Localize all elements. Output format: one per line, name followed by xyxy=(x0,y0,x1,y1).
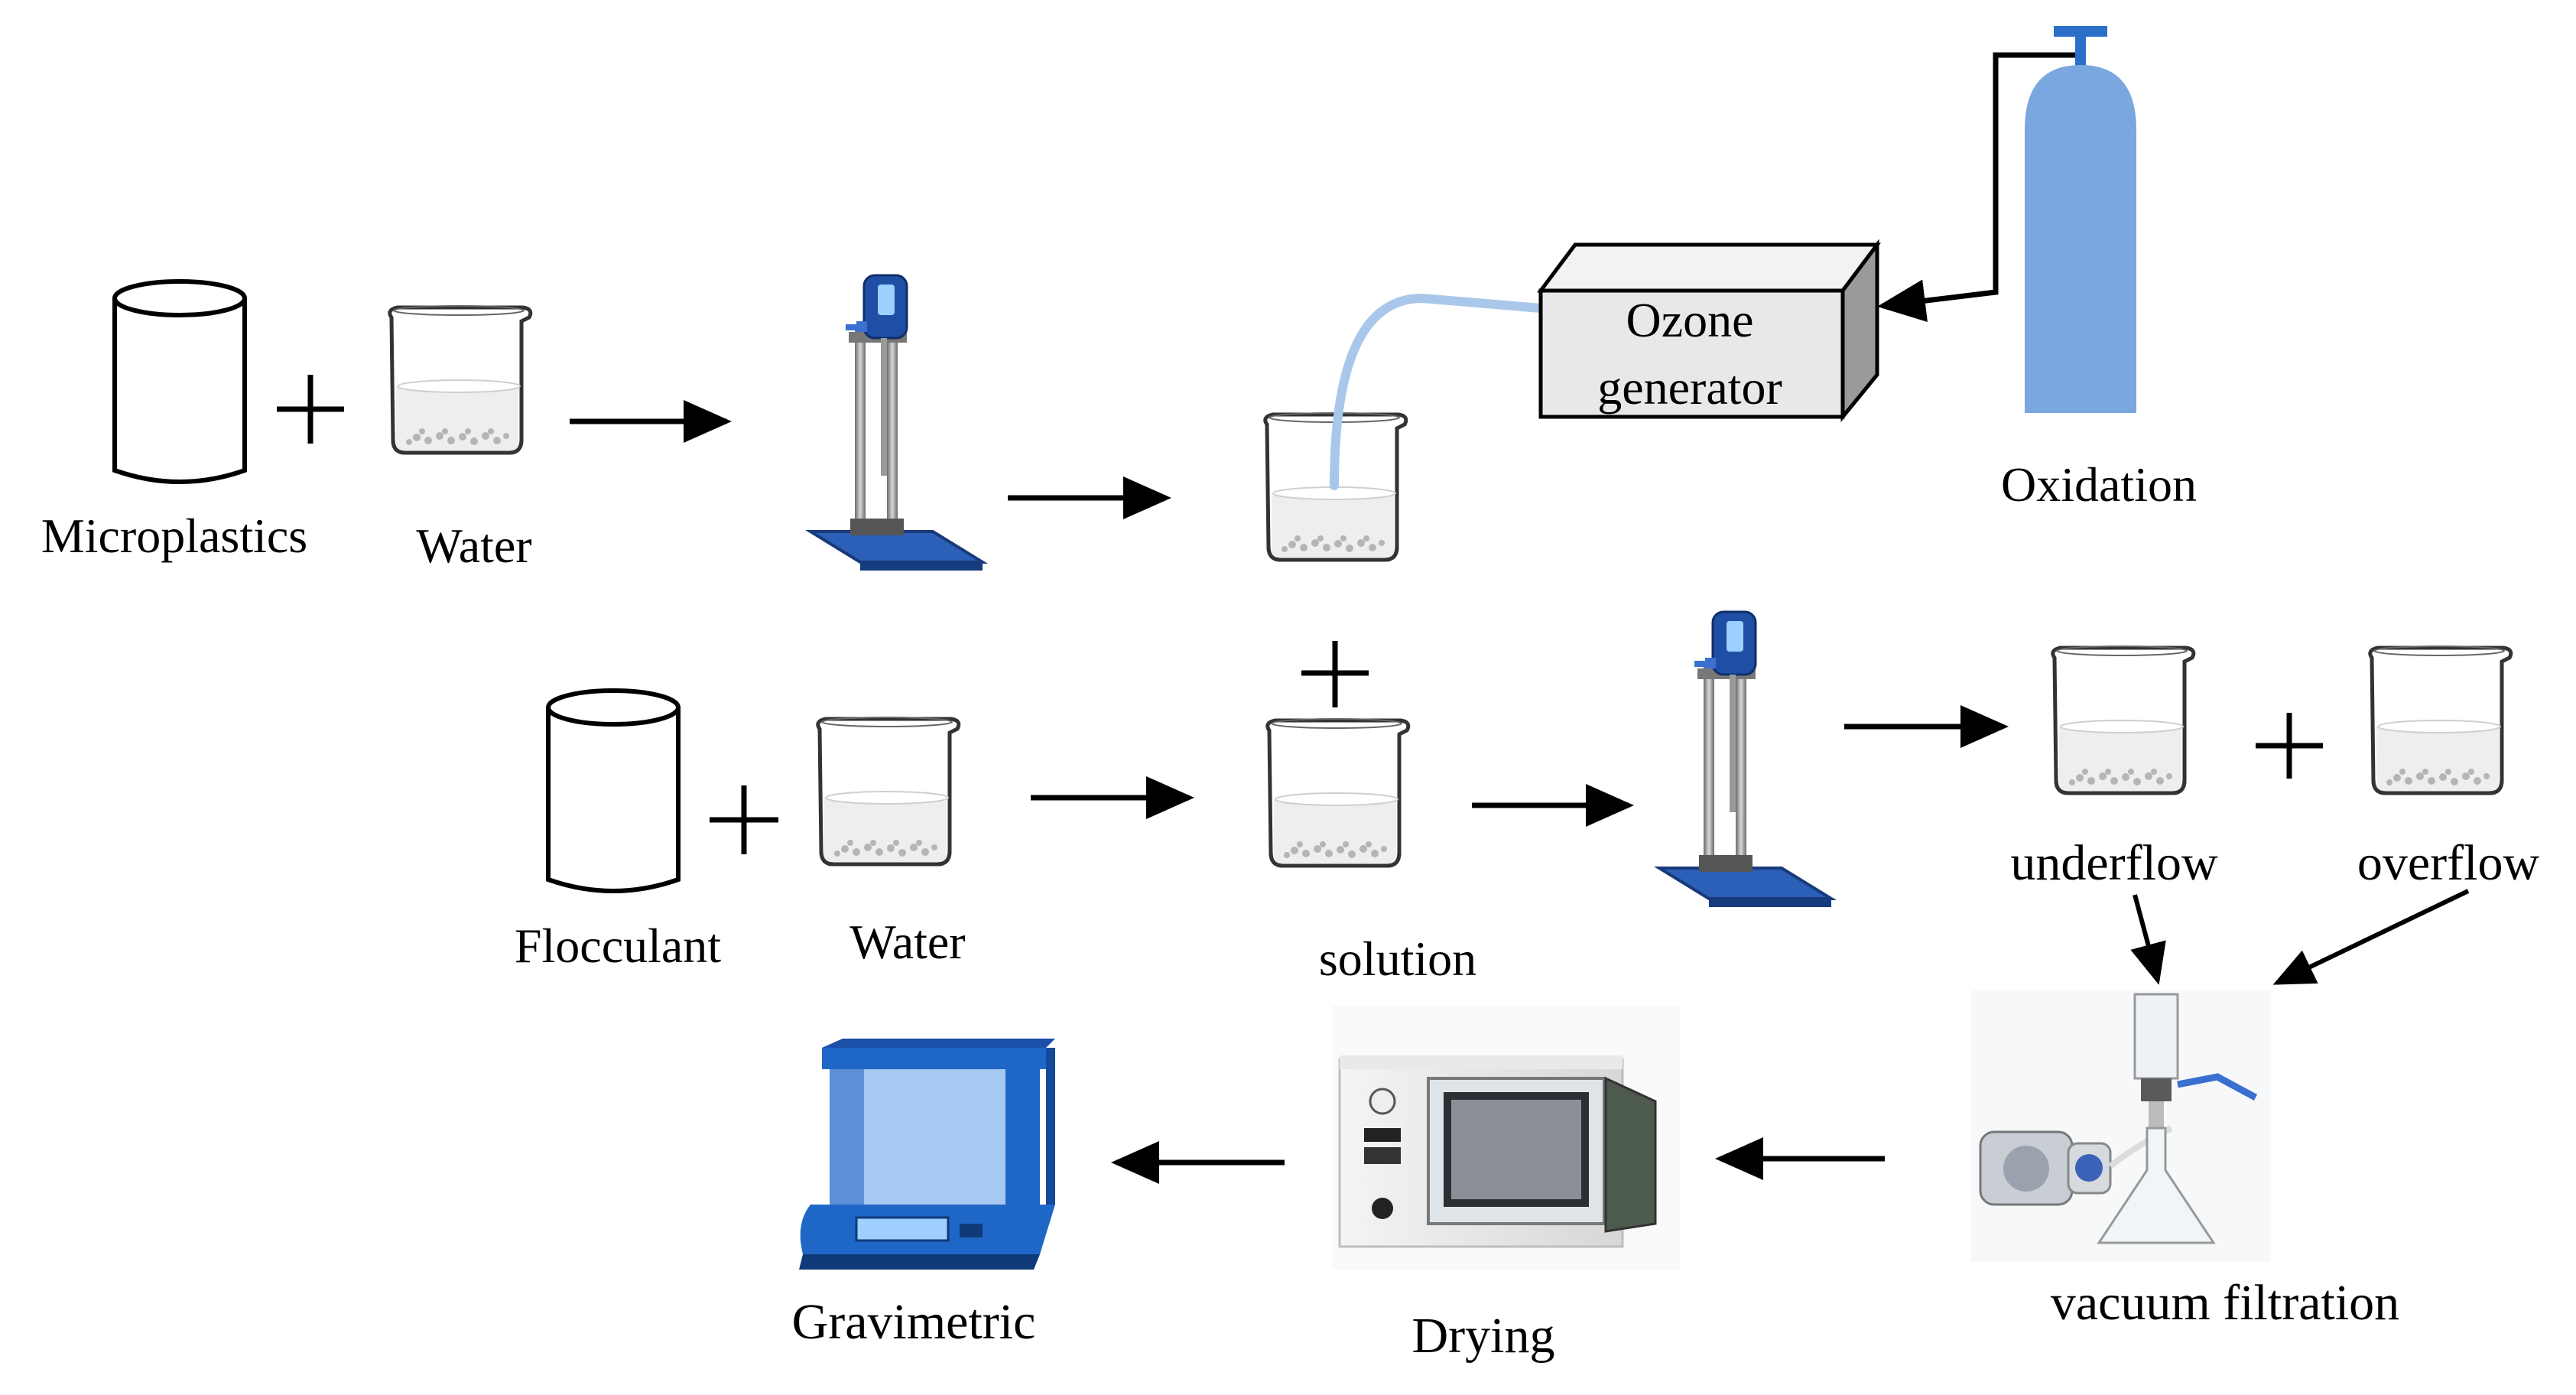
plus-sign xyxy=(277,375,344,444)
gas-line-arrow xyxy=(1877,52,2080,323)
overflow-label: overflow xyxy=(2357,835,2540,891)
gravimetric-label: Gravimetric xyxy=(792,1294,1036,1350)
underflow-label: underflow xyxy=(2010,835,2218,891)
arrow xyxy=(2272,889,2470,985)
drying-oven-icon xyxy=(1332,1006,1680,1270)
plus-sign xyxy=(2256,713,2323,779)
underflow-beaker-icon xyxy=(2053,646,2194,793)
analytical-balance-icon xyxy=(799,1039,1055,1270)
plus-sign xyxy=(710,785,778,854)
ozone-generator-label-line2: generator xyxy=(1597,360,1782,415)
overhead-stirrer-icon xyxy=(809,274,984,572)
arrow xyxy=(2130,894,2166,985)
ozone-generator-label-line1: Ozone xyxy=(1626,293,1753,347)
water-label-top: Water xyxy=(416,519,531,573)
water-beaker-icon xyxy=(818,717,959,864)
overflow-beaker-icon xyxy=(2370,646,2511,793)
ozone-generator-box: Ozone generator xyxy=(1537,239,1881,423)
ozone-tube xyxy=(1330,293,1545,490)
solution-beaker-icon xyxy=(1268,719,1408,866)
solution-label: solution xyxy=(1319,932,1476,986)
plus-sign xyxy=(1301,641,1369,707)
vacuum-filtration-apparatus-icon xyxy=(1971,990,2271,1262)
flocculant-container-icon xyxy=(548,691,678,891)
drying-label: Drying xyxy=(1412,1308,1555,1364)
flocculant-label: Flocculant xyxy=(515,919,721,973)
water-beaker-icon xyxy=(390,306,531,453)
gas-cylinder-icon xyxy=(2025,26,2136,413)
microplastics-container-icon xyxy=(115,281,245,482)
oxidation-label: Oxidation xyxy=(2001,457,2197,512)
water-label-mid: Water xyxy=(849,915,965,969)
vacuum-filtration-label: vacuum filtration xyxy=(2051,1275,2399,1331)
overhead-stirrer-icon xyxy=(1658,610,1833,909)
microplastics-label: Microplastics xyxy=(41,509,307,563)
